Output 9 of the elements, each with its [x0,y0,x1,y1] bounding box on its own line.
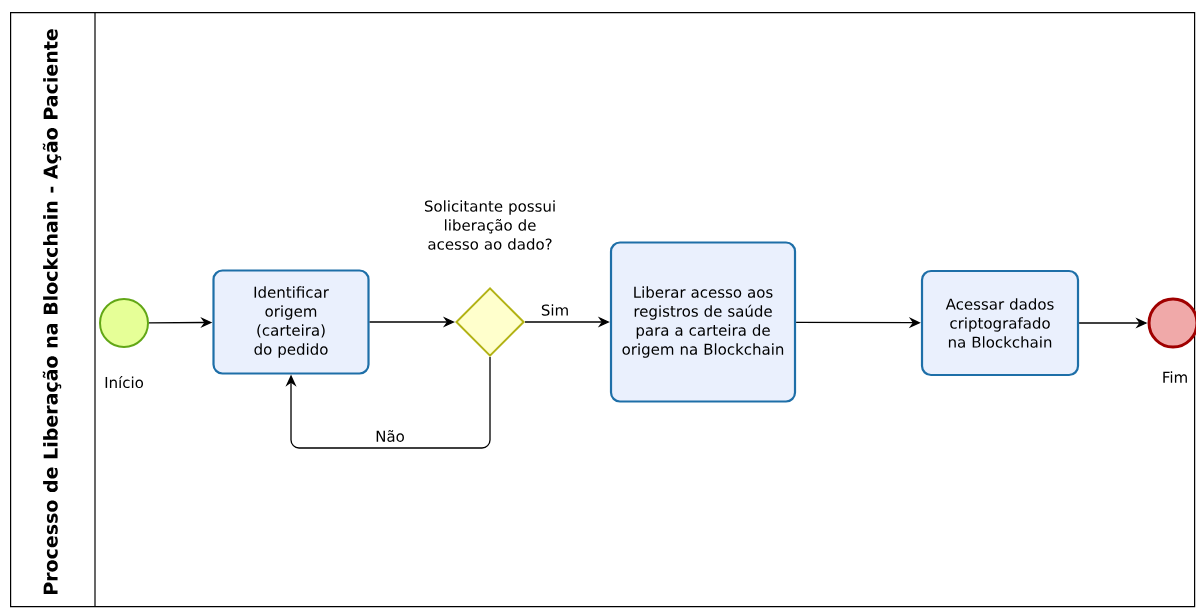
edge-label: Sim [539,303,571,317]
event-label: Fim [1163,371,1187,383]
task-box: Identificar origem (carteira) do pedido [212,269,370,375]
edge-label: Não [374,429,406,443]
question-text: Solicitante possui liberação de acesso ao dado? [424,200,555,250]
task-box: Acessar dados criptografado na Blockchain [920,269,1080,377]
arrow [285,356,491,449]
event-label: Início [105,375,144,389]
task-box: Liberar acesso aos registros de saúde para a carteira de origem na Blockchain [609,241,797,403]
